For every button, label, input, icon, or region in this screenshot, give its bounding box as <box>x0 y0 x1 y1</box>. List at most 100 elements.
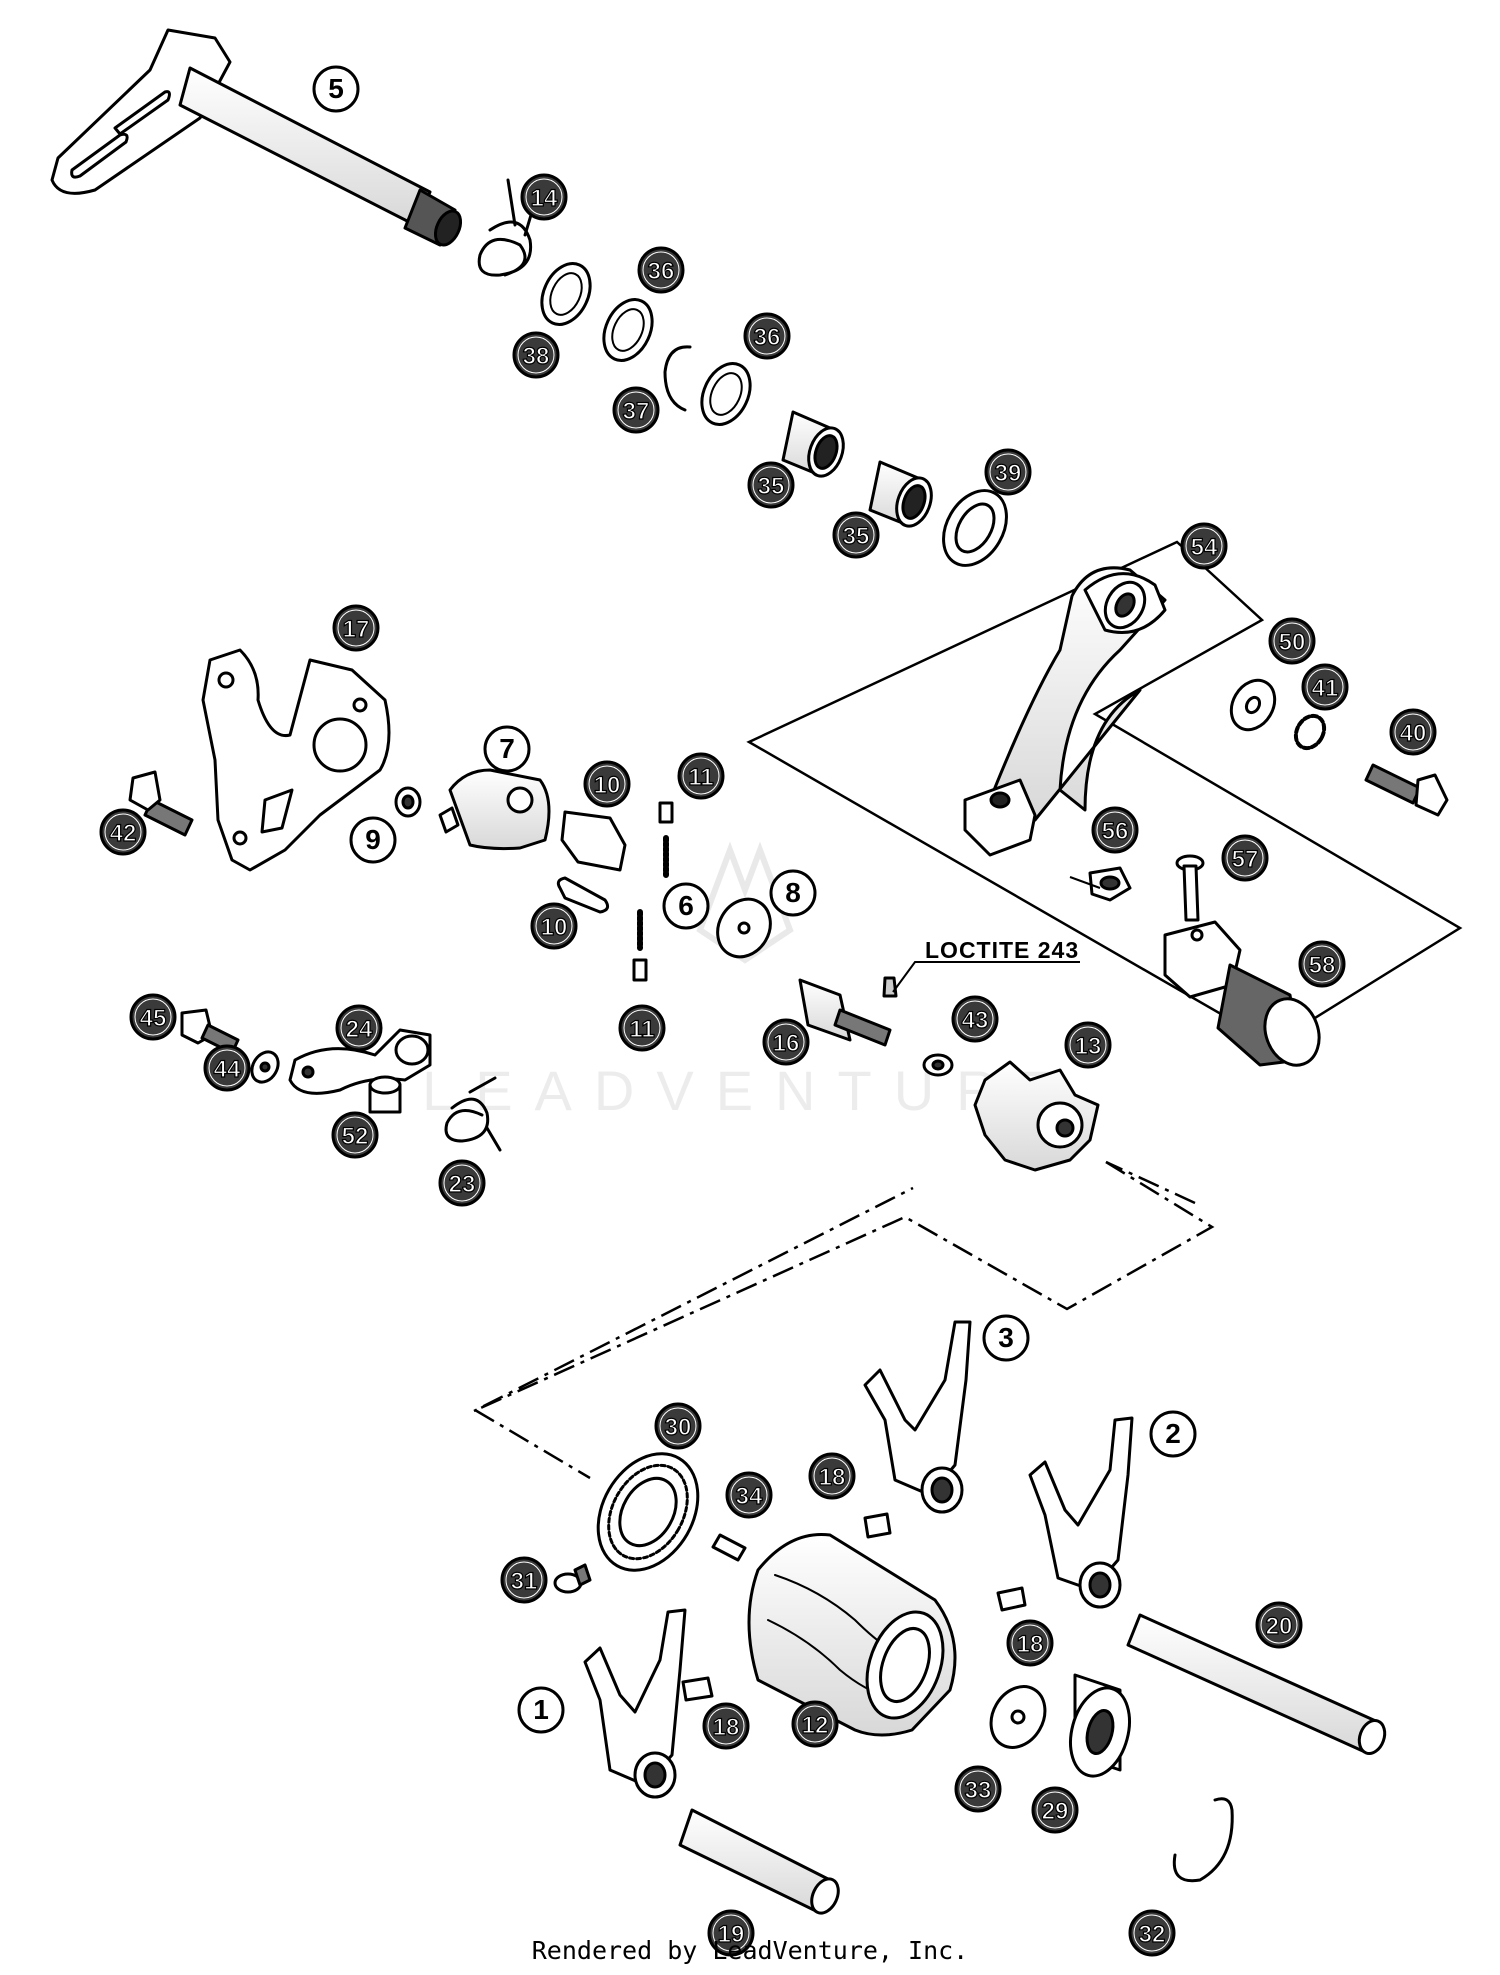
callout-circle <box>725 1471 773 1519</box>
callout-c39: 39 <box>984 448 1032 496</box>
shift-pawl-carrier <box>438 768 551 851</box>
callout-label: 12 <box>802 1712 829 1739</box>
callout-circle <box>832 511 880 559</box>
shift-lever-clevis-hole <box>989 791 1011 809</box>
callout-c34: 34 <box>725 1471 773 1519</box>
shift-shaft <box>50 28 463 247</box>
callout-label: 38 <box>523 343 550 370</box>
callout-circle <box>662 882 710 930</box>
callout-c12: 12 <box>791 1700 839 1748</box>
callout-ring <box>1185 527 1223 565</box>
stud-bolt-16-thread <box>833 1008 892 1047</box>
callout-circle <box>1149 1410 1197 1458</box>
callout-ring <box>336 1116 374 1154</box>
footpeg-58 <box>1163 920 1321 1067</box>
callout-ring <box>1303 945 1341 983</box>
callout-circle <box>1006 1619 1054 1667</box>
callout-c6: 6 <box>662 882 710 930</box>
callout-ring <box>588 765 626 803</box>
callout-circle <box>517 1686 565 1734</box>
callout-label: 5 <box>328 73 344 104</box>
callout-label: 52 <box>342 1123 369 1150</box>
callout-c45: 45 <box>129 993 177 1041</box>
spring-23-coil <box>444 1097 490 1143</box>
pin-57 <box>1175 854 1205 922</box>
washer-50-hole <box>1244 695 1262 715</box>
fork-rod-19-body <box>678 1808 832 1914</box>
callout-label: 41 <box>1312 675 1339 702</box>
washer-38-inner <box>549 272 583 316</box>
callout-ring <box>767 1023 805 1061</box>
callout-ring <box>712 1914 750 1952</box>
callout-label: 8 <box>785 877 801 908</box>
callout-label: 16 <box>773 1030 800 1057</box>
shift-drum-star-13 <box>973 1060 1100 1172</box>
callout-c58: 58 <box>1298 940 1346 988</box>
washer-44-hole <box>259 1061 271 1073</box>
callout-circle <box>747 461 795 509</box>
shift-drum-12-end-bore <box>879 1627 931 1703</box>
leader-56 <box>1069 876 1101 889</box>
callout-c43: 43 <box>951 995 999 1043</box>
shift-shaft-rod <box>178 66 432 227</box>
callout-ring <box>1260 1606 1298 1644</box>
callout-ring <box>659 1407 697 1445</box>
callout-label: 31 <box>511 1568 538 1595</box>
callout-circle <box>99 808 147 856</box>
callout-label: 1 <box>533 1694 549 1725</box>
nut-56-hole <box>1099 875 1121 891</box>
bolt-40 <box>1364 763 1449 817</box>
callout-circle <box>954 1765 1002 1813</box>
callout-label: 30 <box>665 1414 692 1441</box>
bearing-30 <box>596 1452 700 1572</box>
callout-c11a: 11 <box>677 752 725 800</box>
needle-bearing-35b-bore <box>901 484 927 520</box>
shift-shaft-slot-2 <box>113 90 171 136</box>
shift-fork-3-bore <box>930 1476 954 1504</box>
shift-shaft-end-face <box>433 209 463 247</box>
needle-bearing-35a <box>781 410 845 478</box>
callout-circle <box>312 65 360 113</box>
callout-c23: 23 <box>438 1159 486 1207</box>
callout-circle <box>332 604 380 652</box>
fork-rod-19-end <box>810 1877 840 1915</box>
spring-23-legs <box>468 1076 502 1152</box>
callout-ring <box>752 466 790 504</box>
callout-c11b: 11 <box>618 1004 666 1052</box>
watermark-logo <box>696 841 794 964</box>
callout-label: 29 <box>1042 1798 1069 1825</box>
callout-label: 43 <box>962 1007 989 1034</box>
screw-31-shank <box>573 1563 592 1587</box>
shift-fork-2-body <box>1028 1416 1134 1592</box>
callout-circle <box>677 752 725 800</box>
fork-rod-20 <box>1126 1613 1387 1755</box>
callout-c10a: 10 <box>583 760 631 808</box>
callout-circle <box>612 386 660 434</box>
callout-label: 3 <box>998 1322 1014 1353</box>
callout-c54: 54 <box>1180 522 1228 570</box>
callout-label: 33 <box>965 1777 992 1804</box>
bearing-29-inner <box>1085 1709 1115 1755</box>
callout-c18a: 18 <box>808 1452 856 1500</box>
callout-label: 10 <box>541 914 568 941</box>
stud-bolt-16 <box>798 976 898 1047</box>
callout-circle <box>512 331 560 379</box>
footrest-group-outline <box>746 540 1463 1046</box>
washer-8-hole <box>737 921 751 935</box>
watermark: LEADVENTURE <box>422 841 1056 1122</box>
washer-36a <box>602 298 654 362</box>
fork-rod-19 <box>678 1808 840 1915</box>
callout-c52: 52 <box>331 1111 379 1159</box>
callout-ring <box>505 1561 543 1599</box>
callout-circle <box>129 993 177 1041</box>
shift-fork-3-body <box>863 1320 972 1497</box>
callout-circle <box>335 1004 383 1052</box>
shift-fork-1-body <box>583 1608 687 1787</box>
bearing-29 <box>1069 1673 1131 1778</box>
callout-c50: 50 <box>1268 617 1316 665</box>
shift-pawl-carrier-hole <box>506 786 534 814</box>
callout-circle <box>438 1159 486 1207</box>
callout-circle <box>1298 940 1346 988</box>
callout-label: 58 <box>1309 952 1336 979</box>
